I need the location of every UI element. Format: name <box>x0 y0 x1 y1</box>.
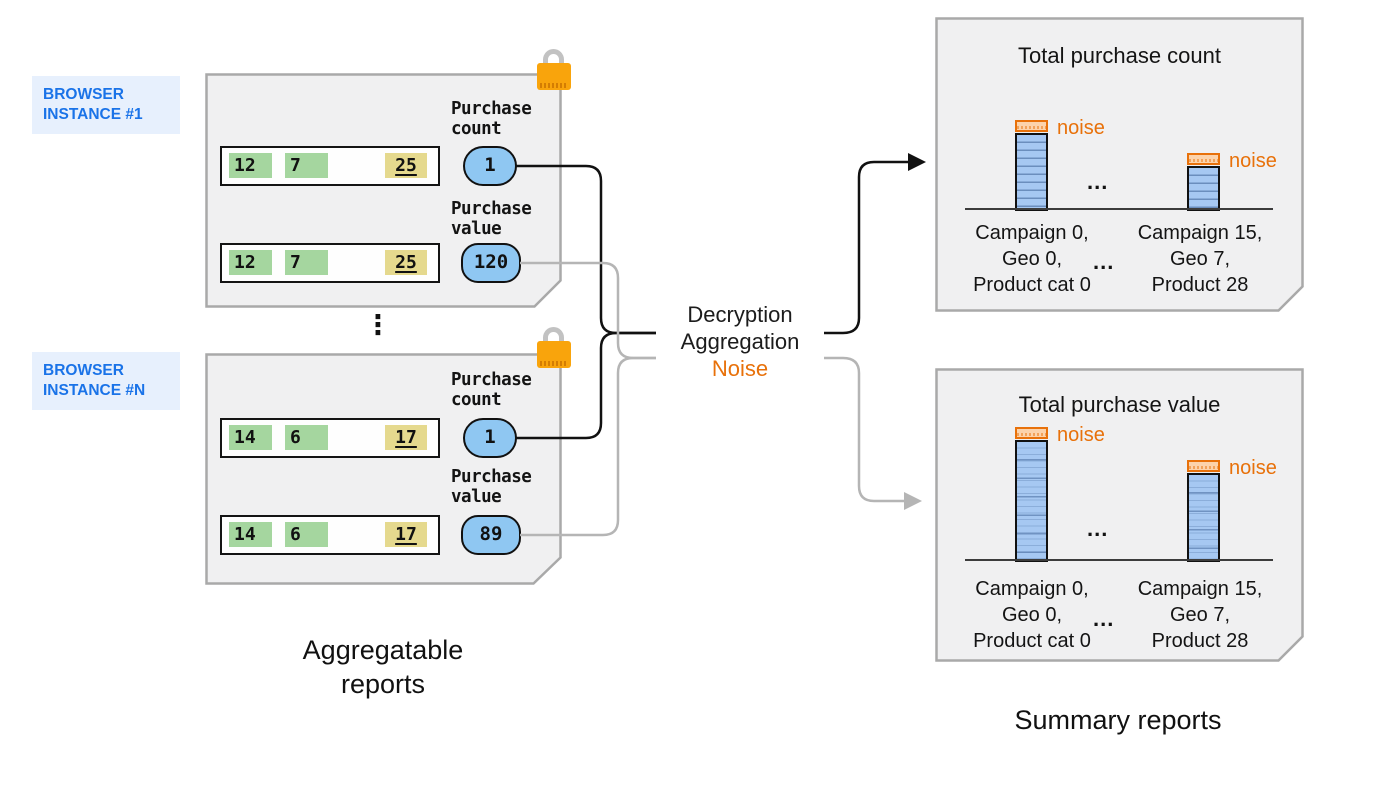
bars-ellipsis: ... <box>1087 169 1109 194</box>
noise-cap <box>1015 120 1048 132</box>
noise-annotation: noise <box>1229 457 1277 479</box>
purchase-count-pill: 1 <box>463 418 517 458</box>
padlock-body <box>537 341 571 368</box>
x-label-line: Product cat 0 <box>973 630 1091 652</box>
x-label-line: Campaign 15, <box>1137 578 1263 600</box>
purchase-count-label: Purchase count <box>451 99 532 139</box>
histogram-contribution-row: 12 7 25 <box>220 146 440 186</box>
bar-campaign15 <box>1187 473 1220 562</box>
x-label-line: Geo 0, <box>1001 604 1063 626</box>
folded-sheet-shape <box>935 17 1304 312</box>
chart-title: Total purchase value <box>1018 392 1221 417</box>
bucket-value-highlight: 17 <box>385 522 427 547</box>
bucket-value: 12 <box>229 250 272 275</box>
bucket-value: 14 <box>229 522 272 547</box>
purchase-count-flow-lines <box>515 160 908 440</box>
noise-cap <box>1015 427 1048 439</box>
bar-campaign0 <box>1015 440 1048 562</box>
noise-cap <box>1187 153 1220 165</box>
bucket-value: 12 <box>229 153 272 178</box>
labels-ellipsis: ... <box>1093 249 1115 274</box>
padlock-icon <box>537 327 571 368</box>
decryption-label: Decryption <box>687 302 793 327</box>
bucket-value: 7 <box>285 153 328 178</box>
noise-cap <box>1187 460 1220 472</box>
histogram-contribution-row: 12 7 25 <box>220 243 440 283</box>
histogram-contribution-row: 14 6 17 <box>220 515 440 555</box>
chart-title: Total purchase count <box>1017 43 1222 68</box>
purchase-value-pill: 89 <box>461 515 521 555</box>
processing-steps-label: Decryption Aggregation Noise <box>652 301 828 382</box>
x-label-line: Campaign 0, <box>975 222 1089 244</box>
gray-arrowhead-icon <box>904 492 922 510</box>
x-label-line: Geo 7, <box>1169 604 1231 626</box>
x-axis-label: Campaign 0, Geo 0, Product cat 0 <box>954 220 1110 298</box>
x-label-line: Product cat 0 <box>973 274 1091 296</box>
x-axis-line <box>965 559 1273 561</box>
bucket-value: 14 <box>229 425 272 450</box>
x-label-line: Campaign 0, <box>975 578 1089 600</box>
x-label-line: Geo 7, <box>1169 248 1231 270</box>
purchase-count-label: Purchase count <box>451 370 532 410</box>
bar-campaign0 <box>1015 133 1048 211</box>
noise-step-label: Noise <box>711 356 769 381</box>
aggregation-label: Aggregation <box>680 329 800 354</box>
bar-campaign15 <box>1187 166 1220 211</box>
padlock-shackle <box>543 49 564 69</box>
aggregatable-report-panel-1: Purchase count 12 7 25 1 Purchase value … <box>205 73 562 308</box>
vertical-ellipsis: ⋮ <box>364 310 392 341</box>
summary-reports-caption: Summary reports <box>1014 705 1222 735</box>
padlock-icon <box>537 49 571 90</box>
histogram-contribution-row: 14 6 17 <box>220 418 440 458</box>
noise-annotation: noise <box>1057 424 1105 446</box>
black-arrowhead-icon <box>908 153 926 171</box>
browser-instance-1-badge: BROWSER INSTANCE #1 <box>32 76 180 134</box>
labels-ellipsis: ... <box>1093 606 1115 631</box>
bars-ellipsis: ... <box>1087 516 1109 541</box>
x-label-line: Geo 0, <box>1001 248 1063 270</box>
summary-report-count-panel: Total purchase count noise noise ... Cam… <box>935 17 1304 312</box>
bucket-value: 7 <box>285 250 328 275</box>
browser-instance-n-badge: BROWSER INSTANCE #N <box>32 352 180 410</box>
x-axis-label: Campaign 15, Geo 7, Product 28 <box>1122 220 1278 298</box>
bucket-value-highlight: 25 <box>385 250 427 275</box>
purchase-value-label: Purchase value <box>451 467 532 507</box>
summary-report-value-panel: Total purchase value noise noise ... Cam… <box>935 368 1304 662</box>
purchase-count-pill: 1 <box>463 146 517 186</box>
x-label-line: Product 28 <box>1151 274 1249 296</box>
purchase-value-pill: 120 <box>461 243 521 283</box>
x-axis-label: Campaign 0, Geo 0, Product cat 0 <box>954 576 1110 654</box>
x-axis-label: Campaign 15, Geo 7, Product 28 <box>1122 576 1278 654</box>
x-axis-line <box>965 208 1273 210</box>
x-label-line: Product 28 <box>1151 630 1249 652</box>
padlock-body <box>537 63 571 90</box>
aggregatable-reports-caption: Aggregatable reports <box>302 635 464 699</box>
bucket-value-highlight: 25 <box>385 153 427 178</box>
bucket-value: 6 <box>285 522 328 547</box>
noise-annotation: noise <box>1057 117 1105 139</box>
purchase-value-label: Purchase value <box>451 199 532 239</box>
x-label-line: Campaign 15, <box>1137 222 1263 244</box>
bucket-value: 6 <box>285 425 328 450</box>
noise-annotation: noise <box>1229 150 1277 172</box>
bucket-value-highlight: 17 <box>385 425 427 450</box>
aggregatable-report-panel-n: Purchase count 14 6 17 1 Purchase value … <box>205 353 562 585</box>
